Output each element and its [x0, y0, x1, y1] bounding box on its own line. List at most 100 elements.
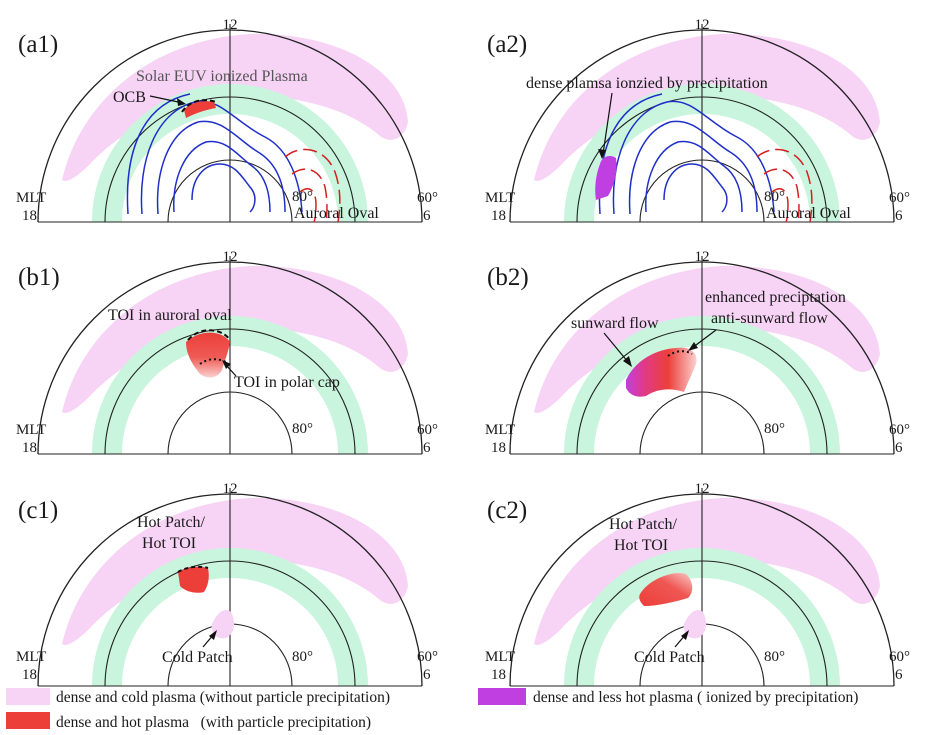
panel-label-c2: (c2)	[487, 497, 527, 524]
lat-60-label: 60°	[417, 190, 438, 206]
auroral-oval-band	[92, 548, 368, 686]
cold-plasma-region	[62, 33, 408, 181]
ocb-patch	[184, 101, 216, 118]
toi-oval-boundary	[187, 329, 231, 341]
sunward-arrowhead	[623, 356, 632, 367]
mlt-label: MLT	[16, 422, 46, 438]
mlt-label: MLT	[485, 649, 515, 665]
mlt-label: MLT	[16, 649, 46, 665]
cold-patch	[211, 609, 234, 639]
mlt-label: MLT	[16, 190, 46, 206]
legend: dense and cold plasma (without particle …	[6, 688, 858, 731]
lat-60-label: 60°	[889, 649, 910, 665]
auroral-oval-band	[92, 84, 368, 222]
panel-label-c1: (c1)	[18, 497, 58, 524]
cold-plasma-region	[534, 265, 880, 413]
noon-label: 12	[223, 249, 238, 265]
dawn-cell-streamlines	[756, 148, 813, 223]
cold-patch-arrowhead	[681, 630, 689, 640]
noon-label: 12	[223, 17, 238, 33]
precip-arrow	[602, 92, 613, 155]
dawn-label: 6	[423, 208, 431, 224]
dawn-label: 6	[895, 208, 903, 224]
legend-label-less-hot: dense and less hot plasma ( ionized by p…	[533, 689, 858, 706]
sunward-arrow	[603, 332, 629, 363]
precip-plasma-label: dense plamsa ionzied by precipitation	[526, 75, 768, 92]
toi-oval-label: TOI in auroral oval	[108, 307, 232, 324]
panel-label-a2: (a2)	[487, 31, 527, 58]
legend-label-hot: dense and hot plasma (with particle prec…	[56, 714, 371, 731]
cold-patch-label: Cold Patch	[162, 649, 233, 666]
hot-patch	[178, 566, 209, 593]
lat-60-label: 60°	[889, 422, 910, 438]
precip-arrowhead	[598, 149, 606, 159]
noon-label: 12	[223, 481, 238, 497]
auroral-oval-band	[564, 84, 840, 222]
noon-label: 12	[695, 481, 710, 497]
auroral-oval-band	[92, 316, 368, 454]
hot-toi-label: Hot TOI	[142, 535, 196, 552]
noon-label: 12	[695, 249, 710, 265]
lat-80-label: 80°	[292, 189, 313, 205]
noon-label: 12	[695, 17, 710, 33]
toi-cap-arrowhead	[222, 360, 231, 369]
dawn-cell-streamlines	[284, 148, 341, 223]
cold-plasma-region	[62, 265, 408, 413]
lat-60-label: 60°	[889, 190, 910, 206]
dusk-label: 18	[22, 208, 37, 224]
cold-plasma-region	[534, 497, 880, 645]
lat-80-label: 80°	[764, 649, 785, 665]
anti-sunward-label: anti-sunward flow	[711, 310, 828, 327]
cold-plasma-region	[534, 33, 880, 181]
lat-80-label: 80°	[292, 649, 313, 665]
anti-sunward-arrowhead	[688, 342, 698, 351]
panel-b2	[509, 256, 895, 455]
panel-a1	[37, 24, 423, 223]
sunward-flow-label: sunward flow	[571, 315, 659, 332]
dawn-label: 6	[423, 440, 431, 456]
less-hot-plasma-patch	[595, 156, 617, 200]
dawn-label: 6	[895, 667, 903, 683]
legend-swatch-hot	[6, 712, 50, 729]
cold-plasma-region	[62, 497, 408, 645]
toi-cap-label: TOI in polar cap	[234, 374, 340, 391]
auroral-oval-band	[564, 548, 840, 686]
lat-60-label: 60°	[417, 422, 438, 438]
ocb-arrowhead	[177, 98, 186, 106]
panel-label-b2: (b2)	[487, 264, 529, 291]
dusk-label: 18	[491, 208, 506, 224]
convection-streamlines	[126, 93, 303, 215]
lat-80-label: 80°	[764, 421, 785, 437]
panel-label-a1: (a1)	[18, 31, 58, 58]
hot-patch	[639, 573, 693, 606]
enhanced-precip-label: enhanced preciptation	[705, 289, 846, 306]
dawn-label: 6	[423, 667, 431, 683]
toi-patch	[186, 332, 230, 378]
dusk-label: 18	[491, 440, 506, 456]
dawn-label: 6	[895, 440, 903, 456]
hot-patch-label: Hot Patch/	[609, 516, 678, 533]
ocb-label: OCB	[113, 89, 146, 106]
dusk-label: 18	[22, 440, 37, 456]
legend-swatch-cold	[6, 688, 50, 705]
legend-swatch-less-hot	[478, 688, 526, 705]
legend-label-cold: dense and cold plasma (without particle …	[56, 689, 390, 706]
hot-patch-label: Hot Patch/	[137, 514, 206, 531]
flow-patch	[626, 347, 697, 397]
cold-patch-label: Cold Patch	[634, 649, 705, 666]
mlt-label: MLT	[485, 422, 515, 438]
cold-patch	[683, 609, 706, 639]
hot-patch-boundary	[177, 565, 209, 573]
euv-plasma-label: Solar EUV ionized Plasma	[136, 68, 308, 85]
dusk-label: 18	[22, 667, 37, 683]
auroral-oval-label: Auroral Oval	[294, 205, 379, 222]
lat-60-label: 60°	[417, 649, 438, 665]
auroral-oval-label: Auroral Oval	[766, 205, 851, 222]
cold-patch-arrowhead	[209, 630, 217, 640]
auroral-oval-band	[564, 316, 840, 454]
lat-80-label: 80°	[292, 421, 313, 437]
dusk-label: 18	[491, 667, 506, 683]
ocb-boundary-dashed	[181, 99, 217, 113]
hot-toi-label: Hot TOI	[614, 537, 668, 554]
